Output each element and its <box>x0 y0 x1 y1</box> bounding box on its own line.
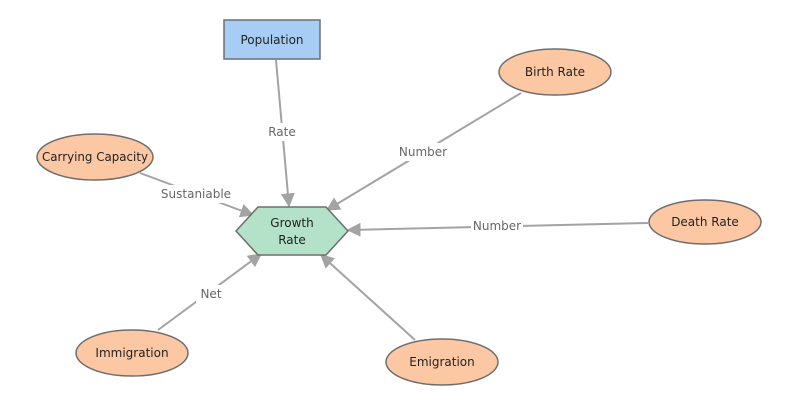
node-immigration-ellipse[interactable] <box>75 329 189 377</box>
node-birth-rate-label: Birth Rate <box>525 65 585 79</box>
node-growth-rate-label-line2: Rate <box>278 233 306 247</box>
node-emigration[interactable]: Emigration <box>385 338 499 386</box>
node-growth-rate-hexagon[interactable] <box>234 206 350 256</box>
node-growth-rate[interactable]: Growth Rate <box>234 206 350 256</box>
node-carrying-capacity-ellipse[interactable] <box>36 133 154 181</box>
node-population[interactable]: Population <box>223 19 321 60</box>
node-death-rate-label: Death Rate <box>671 215 739 229</box>
node-population-box[interactable] <box>223 19 321 60</box>
node-population-label: Population <box>240 33 303 47</box>
edge-labels: Rate Number Sustaniable Number Net <box>158 123 523 303</box>
node-carrying-capacity[interactable]: Carrying Capacity <box>36 133 154 181</box>
node-death-rate[interactable]: Death Rate <box>648 199 762 245</box>
node-immigration[interactable]: Immigration <box>75 329 189 377</box>
edge-label-sustainable: Sustaniable <box>161 187 231 201</box>
edge-label-net: Net <box>200 287 221 301</box>
node-growth-rate-label-line1: Growth <box>270 216 313 230</box>
node-birth-rate[interactable]: Birth Rate <box>498 48 612 96</box>
node-carrying-capacity-label: Carrying Capacity <box>42 150 148 164</box>
node-emigration-ellipse[interactable] <box>385 338 499 386</box>
edge-label-rate: Rate <box>268 125 296 139</box>
node-birth-rate-ellipse[interactable] <box>498 48 612 96</box>
node-death-rate-ellipse[interactable] <box>648 199 762 245</box>
node-emigration-label: Emigration <box>409 355 475 369</box>
node-immigration-label: Immigration <box>95 346 168 360</box>
edge-emigration-growth[interactable] <box>319 254 416 341</box>
edge-label-number-birth: Number <box>399 145 447 159</box>
edge-label-number-death: Number <box>473 219 521 233</box>
